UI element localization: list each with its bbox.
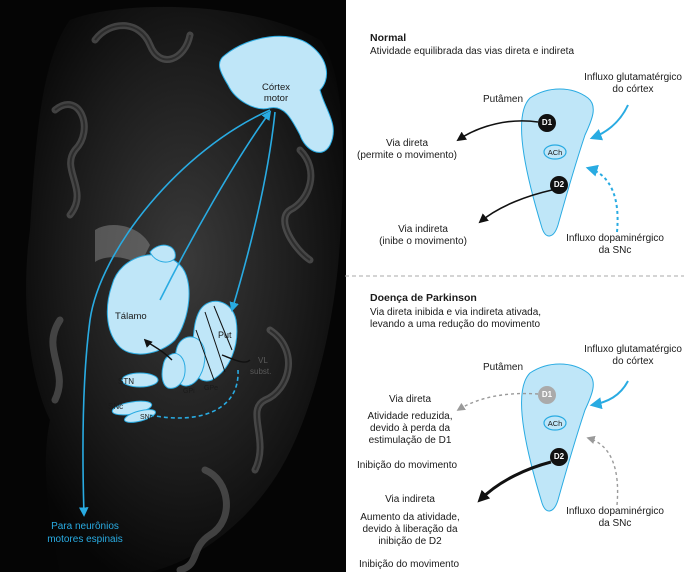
putamen-brain-label: Put — [218, 329, 232, 341]
normal-direct-label: Via direta (permite o movimento) — [352, 138, 462, 162]
spinal-motor-neurons-label: Para neurônios motores espinais — [30, 520, 140, 546]
normal-d2-label: D2 — [550, 179, 568, 191]
normal-d1-label: D1 — [538, 117, 556, 129]
normal-ach-label: ACh — [544, 147, 566, 159]
stn-label: STN — [118, 376, 134, 388]
parkinson-d2-label: D2 — [550, 451, 568, 463]
parkinson-direct-arrow — [458, 394, 538, 410]
parkinson-subtitle: Via direta inibida e via indireta ativad… — [370, 307, 541, 331]
parkinson-d1-label: D1 — [538, 389, 556, 401]
normal-putamen-shape — [522, 89, 594, 236]
normal-indirect-label: Via indireta (inibe o movimento) — [368, 224, 478, 248]
parkinson-indirect-arrow — [480, 462, 551, 500]
normal-glut-label: Influxo glutamatérgico do córtex — [583, 72, 683, 96]
parkinson-glut-label: Influxo glutamatérgico do córtex — [583, 344, 683, 368]
parkinson-direct-desc: Atividade reduzida, devido à perda da es… — [352, 411, 468, 447]
snr-label: SNr — [140, 412, 152, 424]
parkinson-putamen-shape — [522, 364, 594, 511]
parkinson-putamen-label: Putâmen — [483, 362, 523, 374]
normal-title: Normal — [370, 32, 406, 44]
background-label-2: subst. — [250, 366, 271, 378]
parkinson-direct-title: Via direta — [360, 394, 460, 406]
normal-indirect-arrow — [480, 190, 552, 222]
parkinson-indirect-desc: Aumento da atividade, devido à liberação… — [352, 512, 468, 548]
motor-cortex-label: Córtex motor — [252, 82, 300, 104]
normal-dopa-arrow — [588, 168, 618, 232]
parkinson-title: Doença de Parkinson — [370, 292, 477, 304]
normal-direct-arrow — [458, 121, 538, 140]
normal-putamen-label: Putâmen — [483, 94, 523, 106]
gpi-label: GPi — [183, 386, 195, 398]
parkinson-indirect-title: Via indireta — [360, 494, 460, 506]
parkinson-indirect-effect: Inibição do movimento — [359, 559, 459, 571]
normal-dopa-label: Influxo dopaminérgico da SNc — [560, 233, 670, 257]
normal-subtitle: Atividade equilibrada das vias direta e … — [370, 46, 574, 58]
thalamus-label: Tálamo — [115, 311, 147, 323]
parkinson-direct-effect: Inibição do movimento — [357, 460, 457, 472]
snc-label: SNc — [108, 401, 123, 413]
gpe-label: GPe — [204, 383, 218, 395]
parkinson-dopa-label: Influxo dopaminérgico da SNc — [560, 506, 670, 530]
normal-glut-arrow — [592, 105, 628, 138]
parkinson-glut-arrow — [592, 381, 628, 405]
parkinson-dopa-arrow — [588, 438, 618, 505]
parkinson-ach-label: ACh — [544, 418, 566, 430]
